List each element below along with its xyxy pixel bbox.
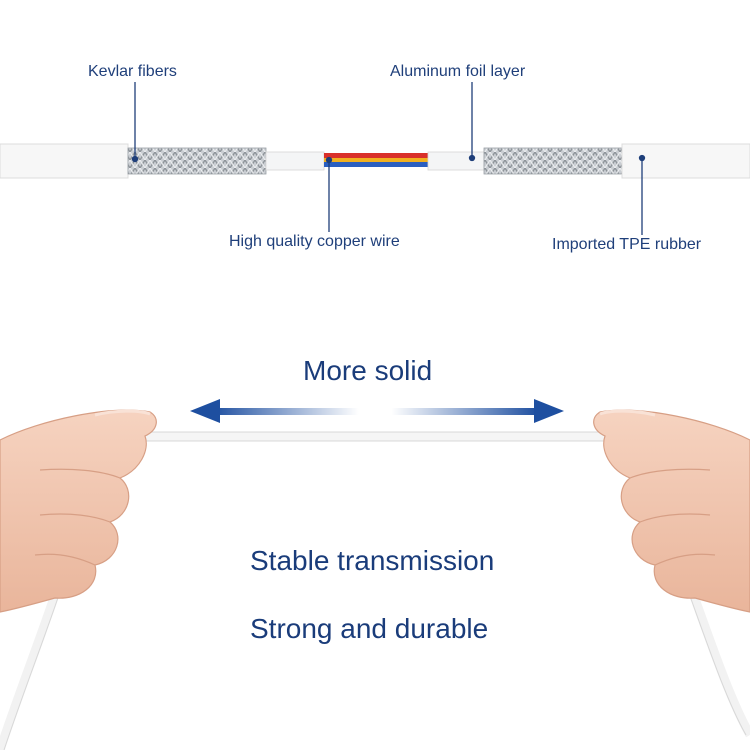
jacket-left: [0, 143, 129, 179]
copper-wire-label: High quality copper wire: [229, 233, 400, 250]
double-arrow-icon: [190, 399, 564, 423]
strong-durable-text: Strong and durable: [250, 613, 489, 644]
kevlar-fibers-label: Kevlar fibers: [88, 63, 177, 80]
foil-layer-left: [265, 151, 325, 171]
tpe-rubber-label: Imported TPE rubber: [552, 236, 702, 253]
left-hand: [0, 409, 157, 613]
leader-lines: [131, 82, 646, 235]
kevlar-braid-right: [483, 147, 623, 175]
copper-wires: [324, 153, 428, 167]
jacket-right: [621, 143, 750, 179]
more-solid-headline: More solid: [303, 355, 433, 386]
kevlar-braid-left: [127, 147, 267, 175]
foil-layer-right: [427, 151, 485, 171]
stable-transmission-text: Stable transmission: [250, 545, 495, 576]
cable-cross-section: [0, 143, 750, 179]
pulled-cable: [0, 431, 750, 750]
aluminum-foil-label: Aluminum foil layer: [390, 63, 526, 80]
right-hand: [593, 409, 750, 613]
